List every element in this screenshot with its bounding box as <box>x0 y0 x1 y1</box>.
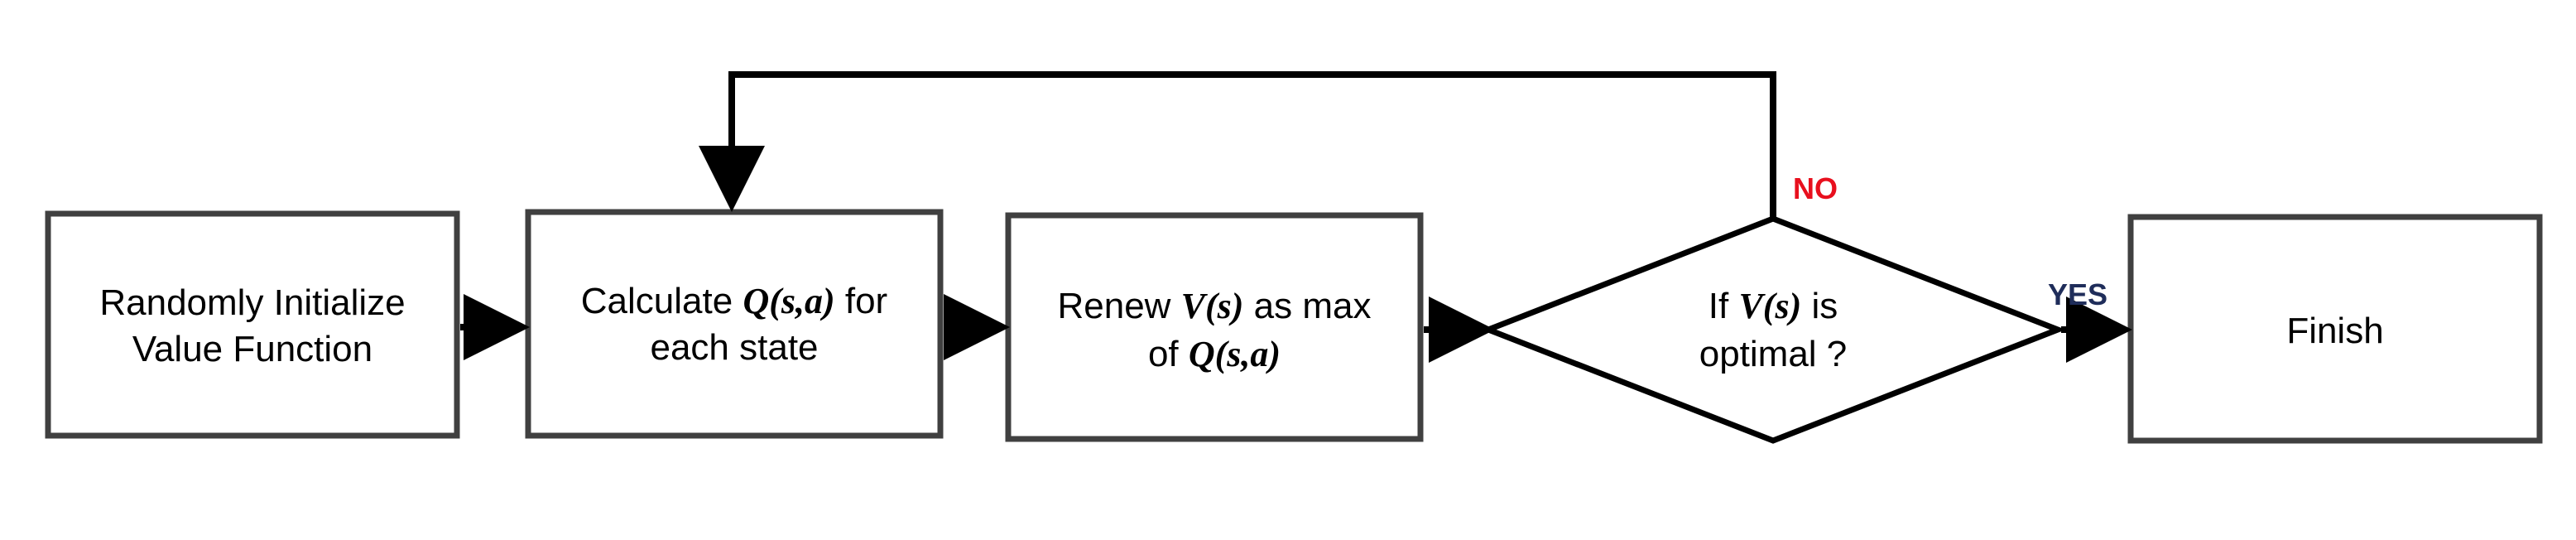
finish-node: Finish <box>2127 214 2543 444</box>
connectors <box>460 71 2132 363</box>
calc-label-pre: Calculate <box>581 281 743 321</box>
decision-node: If V(s) is optimal ? <box>1480 215 2066 444</box>
init-label-line1: Randomly Initialize <box>99 282 405 323</box>
decision-label-math: V(s) <box>1738 286 1801 326</box>
init-node: Randomly Initialize Value Function <box>45 210 460 439</box>
decision-label-line1: If V(s) is <box>1709 286 1838 326</box>
calc-label-math: Q(s,a) <box>743 281 834 321</box>
init-box <box>45 210 460 439</box>
renew-label-line2-math: Q(s,a) <box>1189 334 1281 374</box>
renew-box <box>1005 212 1424 442</box>
renew-label-line2: of Q(s,a) <box>1148 334 1281 374</box>
branch-label-yes: YES <box>2048 277 2107 311</box>
decision-label-line2: optimal ? <box>1699 334 1848 374</box>
decision-diamond <box>1480 215 2066 444</box>
calc-box <box>525 209 944 439</box>
renew-label-line1: Renew V(s) as max <box>1057 286 1371 326</box>
finish-label: Finish <box>2286 311 2383 351</box>
renew-label-math: V(s) <box>1181 286 1244 326</box>
init-label-line2: Value Function <box>132 329 372 369</box>
calc-label-line1: Calculate Q(s,a) for <box>581 281 887 321</box>
renew-node: Renew V(s) as max of Q(s,a) <box>1005 212 1424 442</box>
calc-label-post: for <box>835 281 888 321</box>
branch-label-no: NO <box>1793 171 1838 205</box>
renew-label-post: as max <box>1243 286 1371 326</box>
decision-label-post: is <box>1801 286 1838 326</box>
renew-label-pre: Renew <box>1057 286 1180 326</box>
arrow-no-loop-back <box>699 71 1776 217</box>
calc-label-line2: each state <box>650 327 818 368</box>
decision-label-pre: If <box>1709 286 1739 326</box>
finish-box <box>2127 214 2543 444</box>
calc-node: Calculate Q(s,a) for each state <box>525 209 944 439</box>
renew-label-line2-pre: of <box>1148 334 1189 374</box>
